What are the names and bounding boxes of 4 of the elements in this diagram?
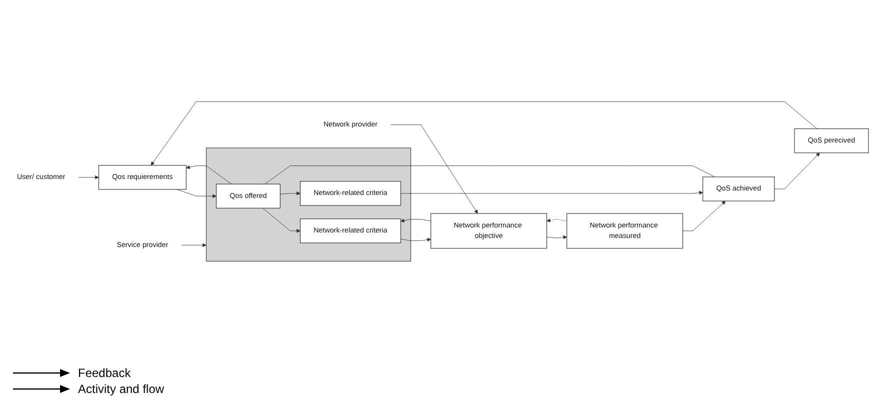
legend-text: Activity and flow: [78, 382, 164, 396]
cluster: [206, 147, 412, 262]
connector: [264, 165, 716, 184]
legend-text: Feedback: [78, 366, 131, 380]
